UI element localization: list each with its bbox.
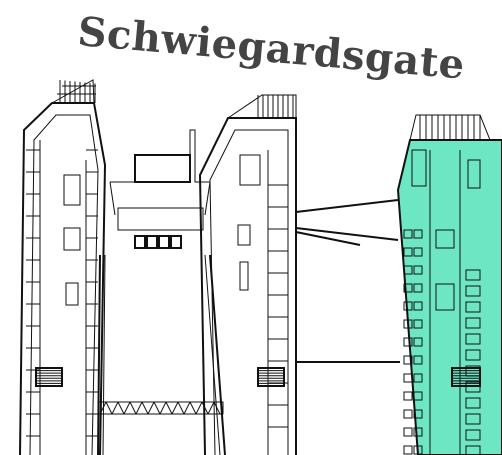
left-stair xyxy=(35,367,63,387)
left-building xyxy=(19,79,107,455)
left-wc-block-2 xyxy=(63,227,81,251)
middle-building xyxy=(198,94,297,455)
left-lift xyxy=(65,282,79,306)
highlighted-building xyxy=(396,114,502,455)
left-wc-block xyxy=(63,174,81,206)
middle-stair xyxy=(257,367,285,387)
left-roof-grid xyxy=(50,79,96,104)
center-courtyard xyxy=(97,129,226,455)
connector-lines xyxy=(295,199,400,363)
